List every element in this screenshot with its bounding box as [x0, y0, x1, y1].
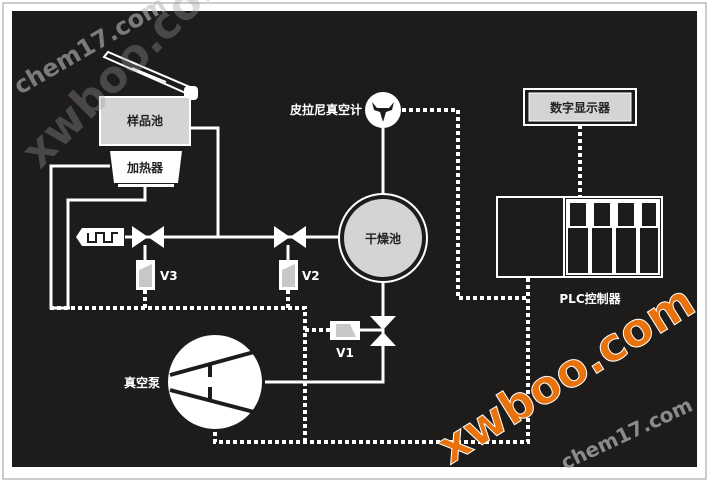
vent-device-icon [76, 228, 124, 246]
drying-cell: 干燥池 [338, 193, 428, 283]
vacuum-pump: 真空泵 [124, 335, 262, 429]
heater-label: 加热器 [126, 160, 164, 175]
signal-lines [50, 108, 582, 444]
valve-v3: V3 [132, 226, 178, 290]
valve-v2: V2 [274, 226, 320, 290]
valve-v2-label: V2 [302, 269, 320, 283]
valve-v3-label: V3 [160, 269, 178, 283]
pirani-gauge: 皮拉尼真空计 [289, 92, 401, 128]
sample-cell: 样品池 [99, 96, 191, 146]
sample-cell-label: 样品池 [127, 113, 163, 128]
gauge-icon [372, 102, 394, 122]
digital-display-label: 数字显示器 [550, 100, 611, 115]
pirani-gauge-label: 皮拉尼真空计 [289, 102, 362, 117]
drying-cell-label: 干燥池 [365, 231, 401, 246]
plc-controller [496, 196, 663, 278]
valve-v1-label: V1 [336, 346, 354, 360]
valve-v1: V1 [330, 316, 396, 360]
vacuum-pump-label: 真空泵 [124, 375, 160, 390]
plc-controller-label: PLC控制器 [559, 291, 621, 306]
digital-display: 数字显示器 [523, 88, 637, 126]
heater: 加热器 [110, 151, 182, 187]
